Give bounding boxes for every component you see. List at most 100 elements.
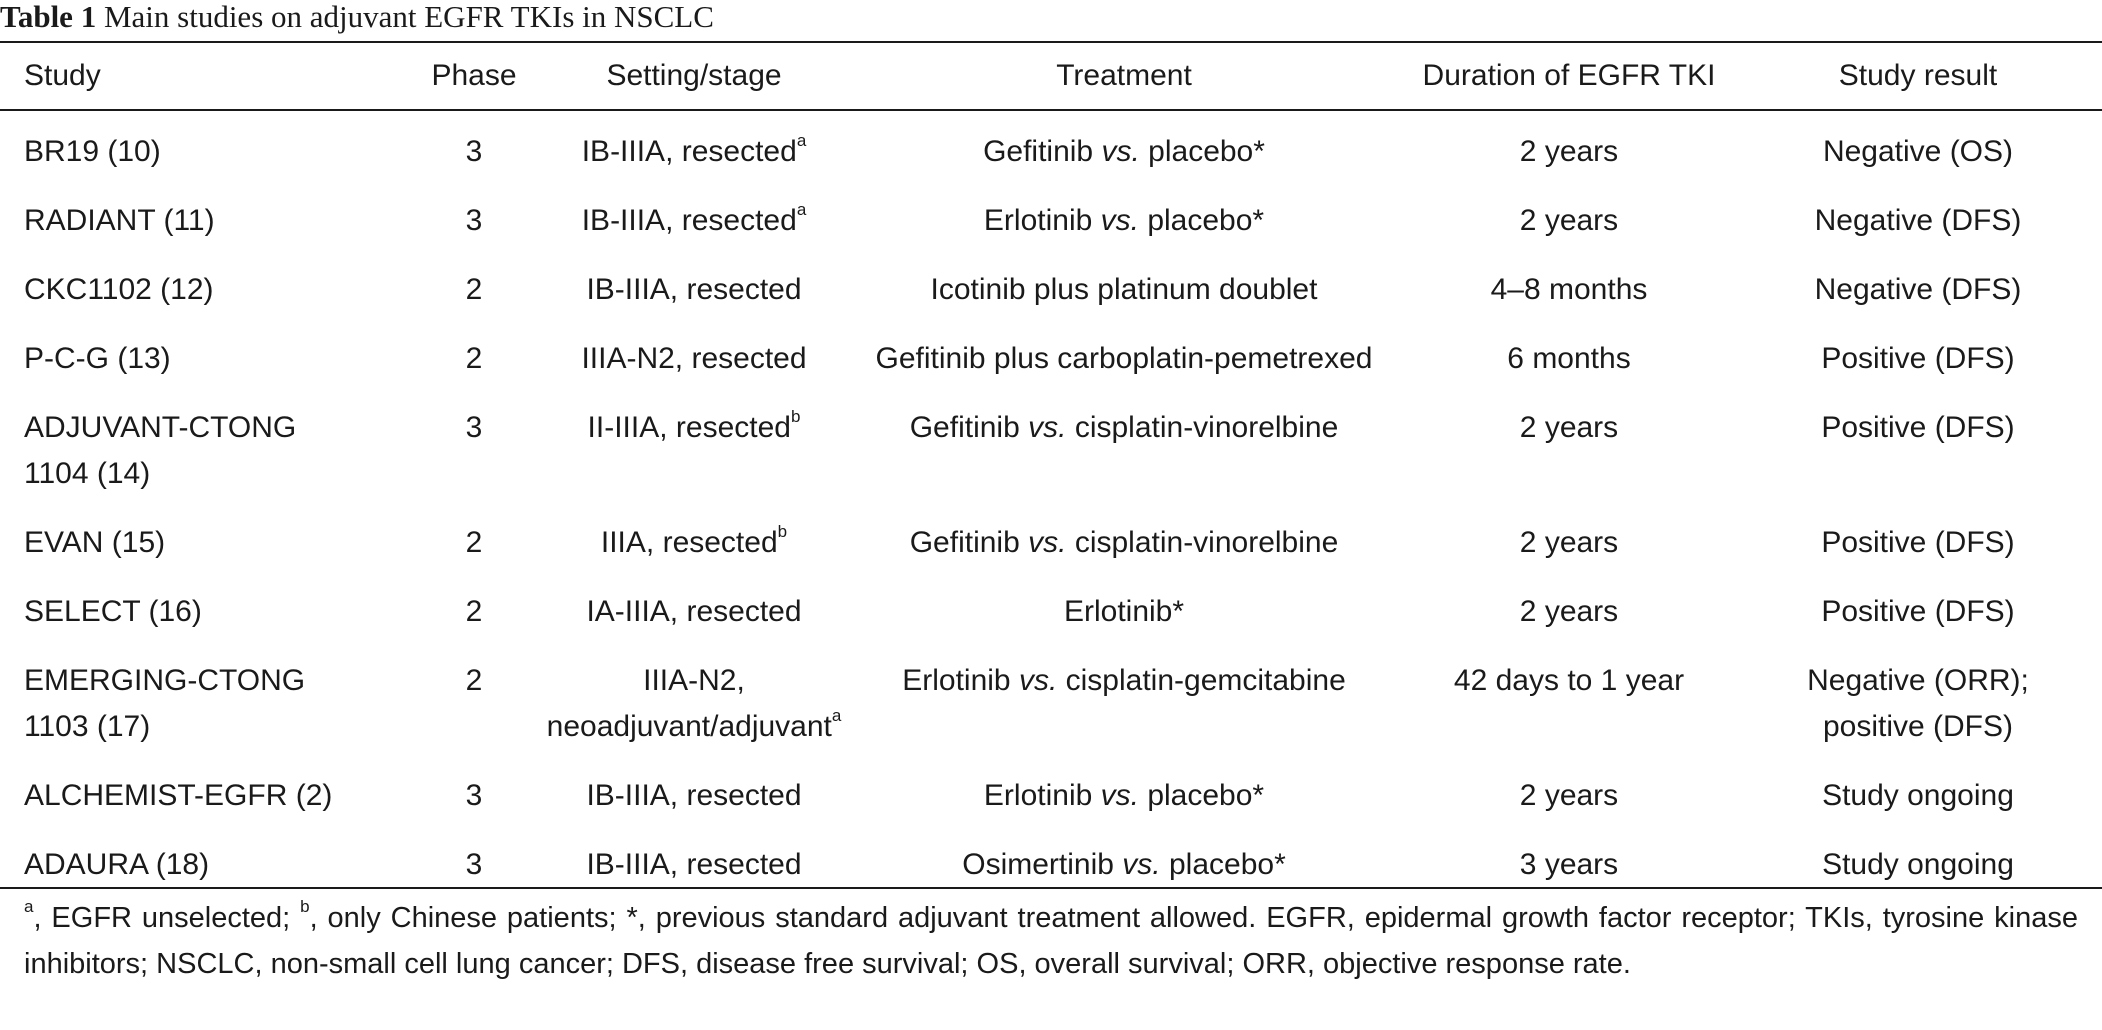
cell-result: Positive (DFS) — [1821, 342, 2015, 375]
setting-footnote-mark: a — [796, 200, 807, 219]
treatment-drug: Erlotinib — [902, 664, 1011, 697]
cell-result: Negative (DFS) — [1814, 204, 2022, 237]
treatment-vs: vs. — [1100, 779, 1139, 812]
footnote-mark-b: b — [300, 897, 310, 917]
cell-result: Negative (OS) — [1822, 135, 2014, 168]
treatment-comparator: cisplatin-gemcitabine — [1065, 664, 1346, 697]
cell-study: ADJUVANT-CTONG 1104 (14) — [0, 385, 404, 500]
study-line-2: 1104 (14) — [24, 457, 151, 490]
cell-phase: 3 — [465, 135, 483, 168]
table-row: P-C-G (13) 2 IIIA-N2, resected Gefitinib… — [0, 316, 2102, 385]
table-header-row: Study Phase Setting/stage Treatment Dura… — [0, 43, 2102, 109]
treatment-vs: vs. — [1028, 526, 1067, 559]
treatment-comparator: placebo* — [1147, 779, 1265, 812]
cell-treatment: Gefitinib vs. cisplatin-vinorelbine — [844, 500, 1404, 569]
treatment-drug: Gefitinib — [909, 411, 1020, 444]
cell-phase: 3 — [465, 779, 483, 812]
cell-result: Positive (DFS) — [1821, 595, 2015, 628]
treatment-comparator: placebo* — [1147, 204, 1265, 237]
setting-text: IB-IIIA, resected — [581, 204, 797, 237]
table-row: CKC1102 (12) 2 IB-IIIA, resected Icotini… — [0, 247, 2102, 316]
cell-treatment: Erlotinib vs. cisplatin-gemcitabine — [844, 638, 1404, 753]
cell-result: Study ongoing — [1822, 848, 2014, 881]
table-caption: Table 1 Main studies on adjuvant EGFR TK… — [0, 0, 714, 40]
cell-result: Positive (DFS) — [1821, 526, 2015, 559]
cell-setting: IB-IIIA, resecteda — [544, 109, 844, 178]
table-footnote: a, EGFR unselected; b, only Chinese pati… — [24, 895, 2078, 987]
cell-setting: IB-IIIA, resected — [586, 779, 802, 812]
cell-study: ALCHEMIST-EGFR (2) — [24, 779, 333, 812]
setting-text: II-IIIA, resected — [587, 411, 791, 444]
setting-line-1: IIIA-N2, — [643, 664, 745, 697]
cell-study: BR19 (10) — [24, 135, 161, 168]
table-row: EVAN (15) 2 IIIA, resectedb Gefitinib vs… — [0, 500, 2102, 569]
cell-treatment: Gefitinib vs. placebo* — [844, 109, 1404, 178]
setting-footnote-mark: b — [790, 407, 801, 426]
cell-treatment: Gefitinib plus carboplatin-pemetrexed — [875, 342, 1373, 375]
cell-setting: II-IIIA, resectedb — [544, 385, 844, 500]
treatment-comparator: placebo* — [1168, 848, 1286, 881]
footnote-mark-a: a — [24, 897, 34, 917]
cell-treatment: Erlotinib vs. placebo* — [844, 753, 1404, 822]
cell-study: EVAN (15) — [24, 526, 166, 559]
cell-result: Negative (DFS) — [1814, 273, 2022, 306]
studies-table: Study Phase Setting/stage Treatment Dura… — [0, 43, 2102, 891]
cell-setting: IA-IIIA, resected — [586, 595, 802, 628]
header-setting: Setting/stage — [606, 59, 782, 92]
cell-result: Negative (ORR);positive (DFS) — [1734, 638, 2102, 753]
cell-duration: 42 days to 1 year — [1453, 664, 1685, 697]
table-row: RADIANT (11) 3 IB-IIIA, resecteda Erloti… — [0, 178, 2102, 247]
cell-setting: IB-IIIA, resected — [586, 273, 802, 306]
cell-study: P-C-G (13) — [24, 342, 171, 375]
table-caption-text: Main studies on adjuvant EGFR TKIs in NS… — [103, 0, 714, 34]
setting-line-2: neoadjuvant/adjuvant — [546, 710, 832, 743]
cell-duration: 2 years — [1519, 779, 1619, 812]
treatment-drug: Erlotinib — [983, 779, 1093, 812]
cell-phase: 2 — [465, 595, 483, 628]
cell-result: Study ongoing — [1822, 779, 2014, 812]
cell-study: CKC1102 (12) — [24, 273, 214, 306]
header-phase: Phase — [431, 59, 517, 92]
cell-duration: 2 years — [1519, 411, 1619, 444]
header-study: Study — [24, 59, 101, 92]
cell-treatment: Osimertinib vs. placebo* — [844, 822, 1404, 891]
treatment-vs: vs. — [1018, 664, 1058, 697]
cell-duration: 2 years — [1519, 204, 1619, 237]
treatment-drug: Gefitinib — [909, 526, 1020, 559]
table-row: ALCHEMIST-EGFR (2) 3 IB-IIIA, resected E… — [0, 753, 2102, 822]
table-row: ADAURA (18) 3 IB-IIIA, resected Osimerti… — [0, 822, 2102, 891]
setting-footnote-mark: b — [777, 522, 788, 541]
setting-text: IB-IIIA, resected — [581, 135, 797, 168]
cell-duration: 4–8 months — [1490, 273, 1648, 306]
treatment-comparator: cisplatin-vinorelbine — [1074, 411, 1339, 444]
table-row: ADJUVANT-CTONG 1104 (14) 3 II-IIIA, resec… — [0, 385, 2102, 500]
treatment-comparator: cisplatin-vinorelbine — [1074, 526, 1339, 559]
cell-study: SELECT (16) — [24, 595, 202, 628]
treatment-drug: Erlotinib — [983, 204, 1093, 237]
treatment-vs: vs. — [1122, 848, 1161, 881]
treatment-vs: vs. — [1101, 135, 1140, 168]
cell-duration: 2 years — [1519, 595, 1619, 628]
footnote-a-text: , EGFR unselected; — [33, 902, 301, 934]
cell-setting: IIIA, resectedb — [544, 500, 844, 569]
table-bottom-rule — [0, 887, 2102, 889]
treatment-drug: Gefitinib — [983, 135, 1094, 168]
study-line-2: 1103 (17) — [24, 710, 151, 743]
cell-phase: 2 — [465, 664, 483, 697]
cell-phase: 3 — [465, 204, 483, 237]
table-row: BR19 (10) 3 IB-IIIA, resecteda Gefitinib… — [0, 109, 2102, 178]
header-treatment: Treatment — [1056, 59, 1192, 92]
cell-setting: IIIA-N2, resected — [581, 342, 807, 375]
treatment-comparator: placebo* — [1148, 135, 1265, 168]
table-caption-label: Table 1 — [0, 0, 97, 34]
cell-setting: IB-IIIA, resecteda — [544, 178, 844, 247]
cell-phase: 3 — [465, 411, 483, 444]
table-header-rule — [0, 109, 2102, 111]
cell-setting: IIIA-N2,neoadjuvant/adjuvanta — [544, 638, 844, 753]
cell-setting: IB-IIIA, resected — [586, 848, 802, 881]
cell-treatment: Icotinib plus platinum doublet — [930, 273, 1318, 306]
cell-treatment: Erlotinib* — [1063, 595, 1185, 628]
header-result: Study result — [1838, 59, 1998, 92]
study-line-1: ADJUVANT-CTONG — [24, 411, 297, 444]
